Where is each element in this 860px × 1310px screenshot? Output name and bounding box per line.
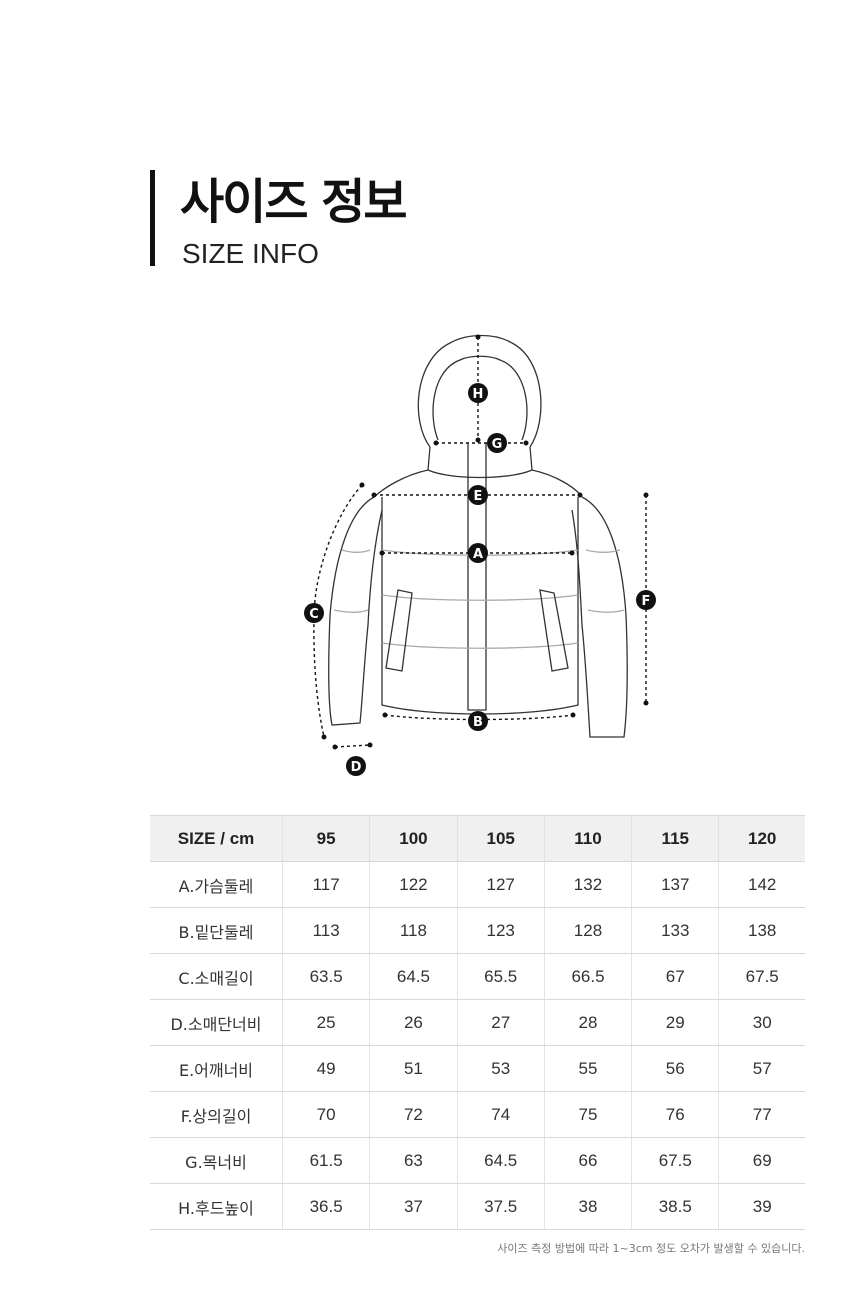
cell: 122: [369, 861, 458, 908]
cell: 132: [543, 861, 632, 908]
cell: 128: [543, 907, 632, 954]
table-row: D.소매단너비 25 26 27 28 29 30: [150, 999, 805, 1046]
marker-d: D: [346, 756, 366, 776]
table-row: H.후드높이 36.5 37 37.5 38 38.5 39: [150, 1183, 805, 1230]
cell: 51: [369, 1045, 458, 1092]
cell: 38: [543, 1183, 632, 1230]
marker-c: C: [304, 603, 324, 623]
marker-e: E: [468, 485, 488, 505]
size-table: SIZE / cm 95 100 105 110 115 120 A.가슴둘레 …: [150, 815, 805, 1230]
size-table-header: SIZE / cm 95 100 105 110 115 120: [150, 815, 805, 862]
cell: 26: [369, 999, 458, 1046]
cell: 67.5: [631, 1137, 719, 1184]
row-label: F.상의길이: [150, 1091, 283, 1138]
measurement-note: 사이즈 측정 방법에 따라 1~3cm 정도 오차가 발생할 수 있습니다.: [497, 1242, 805, 1255]
size-col: 120: [718, 815, 805, 862]
marker-f: F: [636, 590, 656, 610]
svg-text:A: A: [473, 547, 483, 562]
cell: 72: [369, 1091, 458, 1138]
row-label: A.가슴둘레: [150, 861, 283, 908]
cell: 64.5: [369, 953, 458, 1000]
marker-b: B: [468, 711, 488, 731]
size-col: 105: [456, 815, 545, 862]
cell: 37.5: [456, 1183, 545, 1230]
svg-text:E: E: [474, 489, 483, 504]
cell: 117: [281, 861, 370, 908]
cell: 142: [718, 861, 805, 908]
jacket-diagram: H G E A F C B D: [290, 325, 680, 785]
size-col: 110: [543, 815, 632, 862]
cell: 138: [718, 907, 805, 954]
title-accent-bar: [150, 170, 155, 266]
size-col: 95: [281, 815, 370, 862]
cell: 63: [369, 1137, 458, 1184]
cell: 53: [456, 1045, 545, 1092]
cell: 113: [281, 907, 370, 954]
page-title: 사이즈 정보: [180, 174, 408, 230]
svg-text:H: H: [473, 387, 484, 402]
table-row: F.상의길이 70 72 74 75 76 77: [150, 1091, 805, 1138]
row-label: E.어깨너비: [150, 1045, 283, 1092]
cell: 70: [281, 1091, 370, 1138]
cell: 37: [369, 1183, 458, 1230]
cell: 36.5: [281, 1183, 370, 1230]
table-row: A.가슴둘레 117 122 127 132 137 142: [150, 861, 805, 908]
cell: 76: [631, 1091, 719, 1138]
row-label: H.후드높이: [150, 1183, 283, 1230]
cell: 61.5: [281, 1137, 370, 1184]
table-row: G.목너비 61.5 63 64.5 66 67.5 69: [150, 1137, 805, 1184]
cell: 118: [369, 907, 458, 954]
cell: 127: [456, 861, 545, 908]
cell: 39: [718, 1183, 805, 1230]
cell: 69: [718, 1137, 805, 1184]
row-label: G.목너비: [150, 1137, 283, 1184]
table-row: E.어깨너비 49 51 53 55 56 57: [150, 1045, 805, 1092]
row-label: D.소매단너비: [150, 999, 283, 1046]
cell: 66.5: [543, 953, 632, 1000]
row-label: B.밑단둘레: [150, 907, 283, 954]
cell: 64.5: [456, 1137, 545, 1184]
cell: 29: [631, 999, 719, 1046]
cell: 65.5: [456, 953, 545, 1000]
cell: 56: [631, 1045, 719, 1092]
cell: 27: [456, 999, 545, 1046]
cell: 25: [281, 999, 370, 1046]
page-subtitle: SIZE INFO: [182, 238, 319, 269]
cell: 75: [543, 1091, 632, 1138]
marker-h: H: [468, 383, 488, 403]
marker-g: G: [487, 433, 507, 453]
row-label: C.소매길이: [150, 953, 283, 1000]
cell: 38.5: [631, 1183, 719, 1230]
marker-a: A: [468, 543, 488, 563]
size-col: 115: [631, 815, 719, 862]
svg-text:F: F: [642, 594, 651, 609]
cell: 49: [281, 1045, 370, 1092]
cell: 55: [543, 1045, 632, 1092]
cell: 57: [718, 1045, 805, 1092]
cell: 74: [456, 1091, 545, 1138]
cell: 30: [718, 999, 805, 1046]
svg-text:G: G: [492, 437, 503, 452]
cell: 63.5: [281, 953, 370, 1000]
cell: 133: [631, 907, 719, 954]
table-row: C.소매길이 63.5 64.5 65.5 66.5 67 67.5: [150, 953, 805, 1000]
cell: 77: [718, 1091, 805, 1138]
svg-text:C: C: [309, 607, 319, 622]
header-label: SIZE / cm: [150, 815, 283, 862]
cell: 67.5: [718, 953, 805, 1000]
cell: 67: [631, 953, 719, 1000]
cell: 123: [456, 907, 545, 954]
cell: 28: [543, 999, 632, 1046]
svg-text:B: B: [473, 715, 483, 730]
cell: 66: [543, 1137, 632, 1184]
table-row: B.밑단둘레 113 118 123 128 133 138: [150, 907, 805, 954]
svg-text:D: D: [351, 760, 362, 775]
size-col: 100: [369, 815, 458, 862]
cell: 137: [631, 861, 719, 908]
jacket-illustration: H G E A F C B D: [304, 334, 656, 776]
